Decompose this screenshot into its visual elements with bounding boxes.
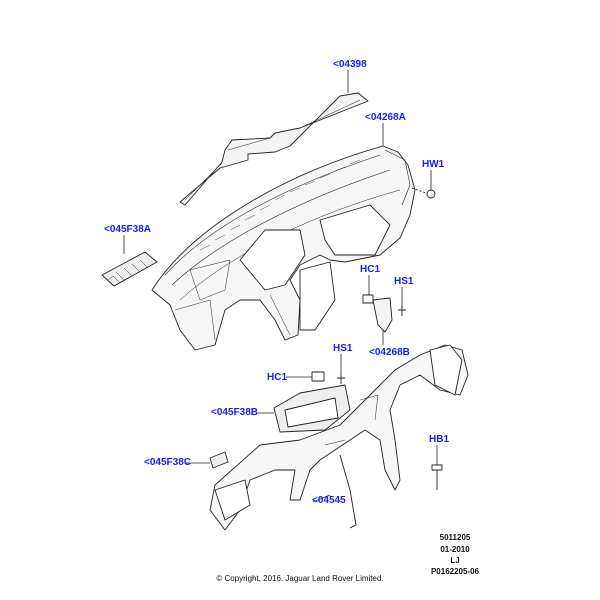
part-hc1-lower (311, 371, 325, 382)
part-04398-top-pad (179, 92, 369, 206)
callout-045F38B[interactable]: <045F38B (211, 407, 258, 418)
part-045F38A-vent (101, 251, 158, 287)
copyright: © Copyright, 2016. Jaguar Land Rover Lim… (216, 574, 384, 583)
callout-04545[interactable]: <04545 (312, 495, 346, 506)
footer-model: LJ (450, 556, 460, 565)
part-hb1-bolt (431, 464, 443, 490)
footer-code: 5011205 (439, 533, 471, 542)
callout-hw1[interactable]: HW1 (422, 159, 445, 170)
leader-lines (123, 70, 438, 503)
callout-04268A[interactable]: <04268A (365, 112, 406, 123)
part-04545-crossbeam (209, 344, 469, 531)
part-hs1-lower-screw (337, 374, 345, 384)
part-hs1-upper-screw (398, 306, 406, 316)
part-hw1-guide-line (411, 187, 427, 194)
callout-hc1-upper[interactable]: HC1 (360, 264, 381, 275)
callout-hs1-lower[interactable]: HS1 (333, 343, 353, 354)
callout-hc1-lower[interactable]: HC1 (267, 372, 288, 383)
callout-045F38C[interactable]: <045F38C (144, 457, 191, 468)
part-04268A-dashboard (151, 145, 416, 351)
part-045F38B-bracket (273, 384, 351, 433)
callout-04268B[interactable]: <04268B (369, 347, 410, 358)
part-hc1-upper (362, 294, 374, 304)
callout-hb1[interactable]: HB1 (429, 434, 450, 445)
callout-04398[interactable]: <04398 (333, 59, 367, 70)
part-04398-top-pad-detail (184, 99, 361, 201)
part-045F38C-clip (209, 451, 229, 469)
footer-date: 01-2010 (440, 545, 470, 554)
callout-045F38A[interactable]: <045F38A (104, 224, 151, 235)
callout-hs1-upper[interactable]: HS1 (394, 276, 414, 287)
footer-ref: P0162205-06 (430, 567, 480, 576)
part-04268B-bracket (372, 297, 393, 333)
part-hw1-nut (426, 189, 436, 199)
